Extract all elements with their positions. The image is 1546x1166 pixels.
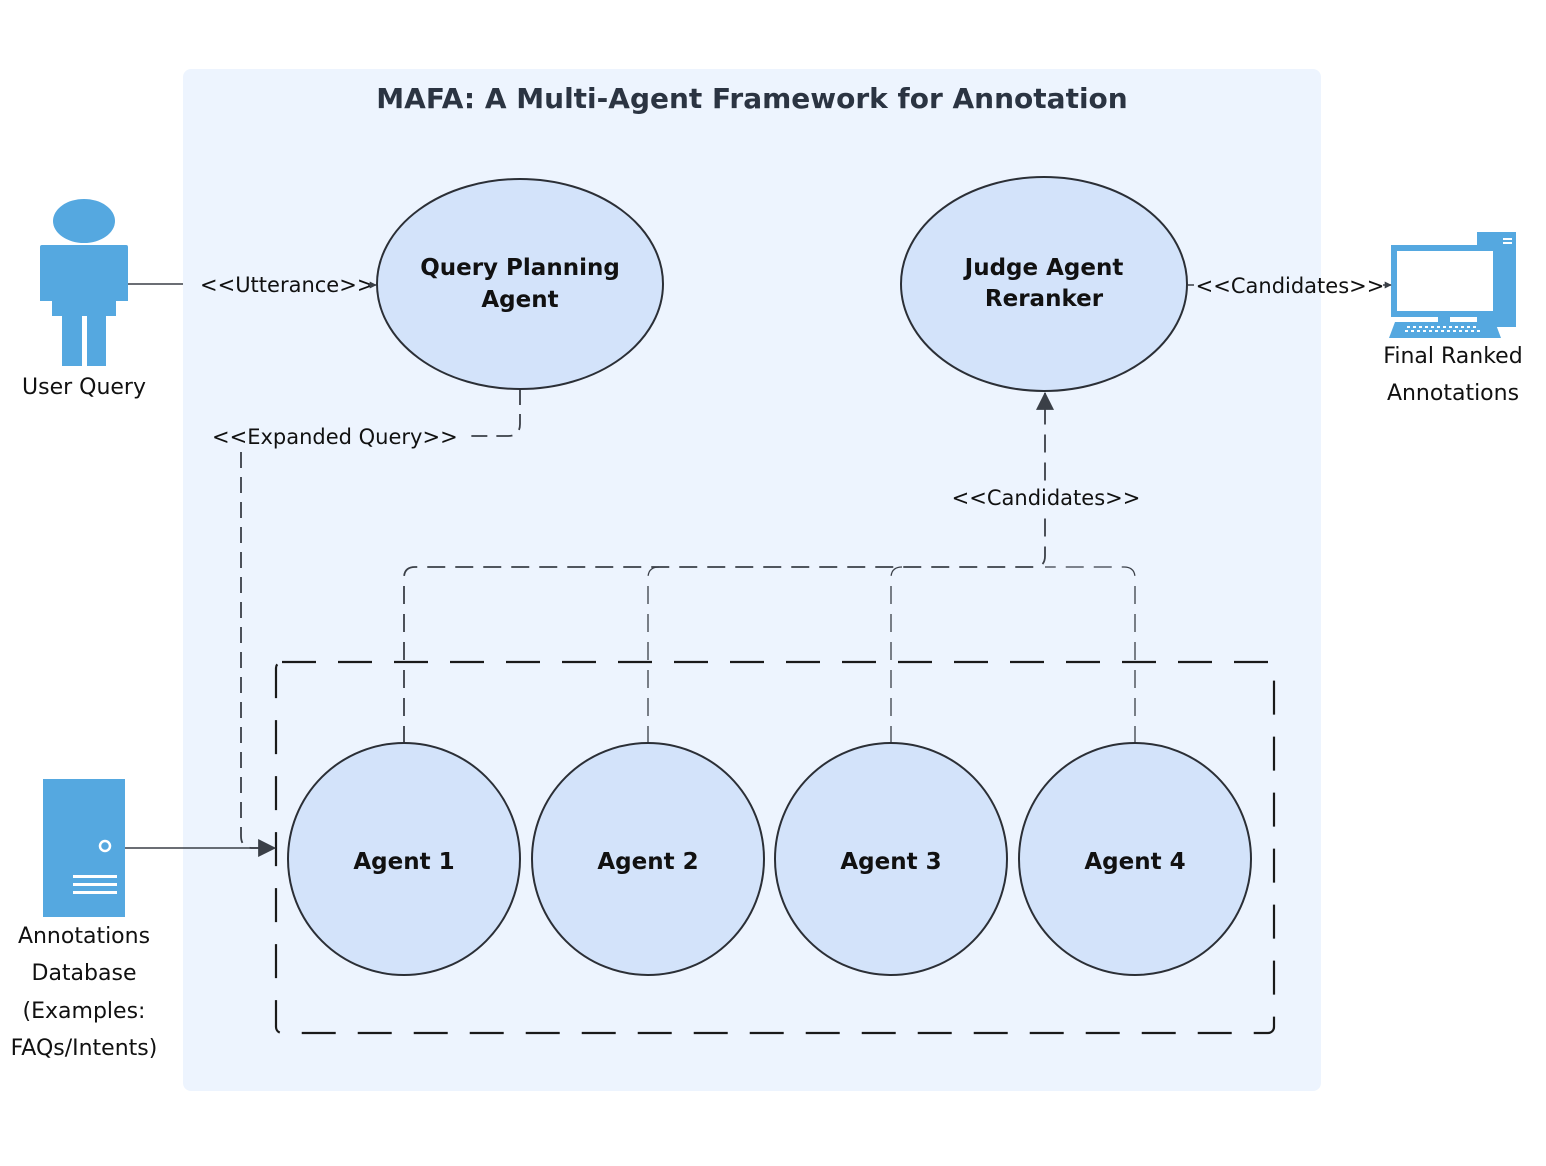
agent-1-label: Agent 1 [353,849,454,875]
server-icon [43,779,125,917]
agent-2-label: Agent 2 [597,849,698,875]
agent-4-node: Agent 4 [1018,742,1252,976]
judge-agent-label-1: Judge Agent [963,255,1124,281]
edge-utterance-label: <<Utterance>> [200,273,374,297]
edge-expanded-query-label: <<Expanded Query>> [212,425,458,449]
database-label-line-2: Database [32,961,137,986]
query-planning-agent-label-2: Agent [481,287,558,313]
database-label: Annotations Database (Examples: FAQs/Int… [11,924,158,1061]
query-planning-agent-label-1: Query Planning [420,255,620,281]
judge-agent-node: Judge Agent Reranker [900,176,1188,392]
agent-2-node: Agent 2 [531,742,765,976]
judge-agent-label-2: Reranker [985,286,1104,312]
agent-3-node: Agent 3 [774,742,1008,976]
agent-1-node: Agent 1 [287,742,521,976]
computer-icon [1389,232,1516,338]
edge-planner-to-pool-a [468,389,521,437]
user-query-label: User Query [22,375,146,400]
agent-3-label: Agent 3 [840,849,941,875]
output-label-line-2: Annotations [1387,381,1519,406]
agent-4-label: Agent 4 [1084,849,1185,875]
query-planning-agent-node: Query Planning Agent [376,178,664,390]
diagram-title: MAFA: A Multi-Agent Framework for Annota… [376,82,1127,115]
edge-agent1-up [403,391,1054,744]
database-label-line-4: FAQs/Intents) [11,1036,158,1061]
database-label-line-1: Annotations [18,924,150,949]
edge-agent4-up [1045,566,1136,744]
database-label-line-3: (Examples: [23,999,146,1024]
edge-agent3-up [890,566,903,744]
edge-candidates-out-label: <<Candidates>> [1196,274,1385,298]
candidates-label-bg [948,483,1144,511]
output-label-line-1: Final Ranked [1383,344,1522,369]
edge-candidates-up-label: <<Candidates>> [952,486,1141,510]
person-icon [40,199,128,366]
edge-agent2-up [647,566,660,744]
